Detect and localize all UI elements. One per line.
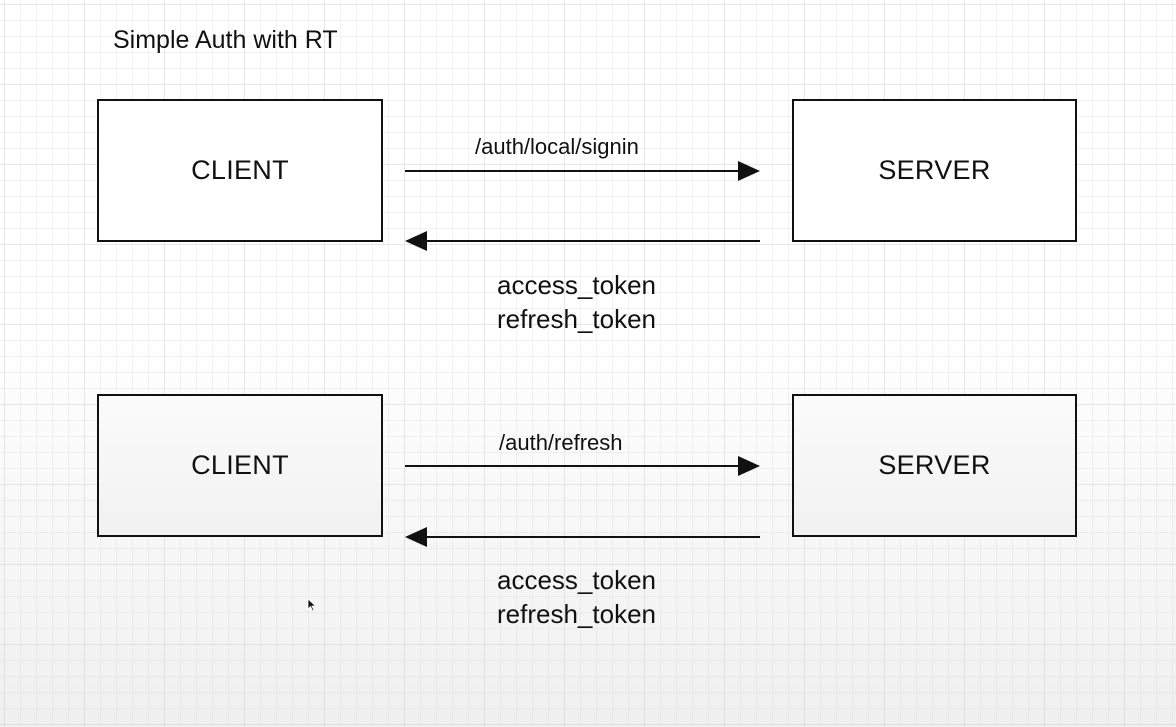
client-label: CLIENT xyxy=(191,155,289,185)
response-arrow-signin xyxy=(425,240,760,242)
server-box-refresh: SERVER xyxy=(792,394,1077,537)
response-arrow-refresh xyxy=(425,536,760,538)
diagram-title: Simple Auth with RT xyxy=(113,26,338,54)
server-label: SERVER xyxy=(878,155,991,185)
arrowhead-right-icon xyxy=(738,161,760,181)
server-label: SERVER xyxy=(878,450,991,480)
response-refresh-token-signin: refresh_token xyxy=(497,304,656,334)
mouse-pointer-icon xyxy=(307,598,317,612)
response-access-token-refresh: access_token xyxy=(497,565,656,595)
client-box-signin: CLIENT xyxy=(97,99,383,242)
response-access-token-signin: access_token xyxy=(497,270,656,300)
arrowhead-left-icon xyxy=(405,231,427,251)
request-label-refresh: /auth/refresh xyxy=(499,430,623,455)
client-box-refresh: CLIENT xyxy=(97,394,383,537)
response-refresh-token-refresh: refresh_token xyxy=(497,599,656,629)
arrowhead-left-icon xyxy=(405,527,427,547)
server-box-signin: SERVER xyxy=(792,99,1077,242)
request-arrow-signin xyxy=(405,170,740,172)
arrowhead-right-icon xyxy=(738,456,760,476)
client-label: CLIENT xyxy=(191,450,289,480)
request-arrow-refresh xyxy=(405,465,740,467)
request-label-signin: /auth/local/signin xyxy=(475,134,639,159)
